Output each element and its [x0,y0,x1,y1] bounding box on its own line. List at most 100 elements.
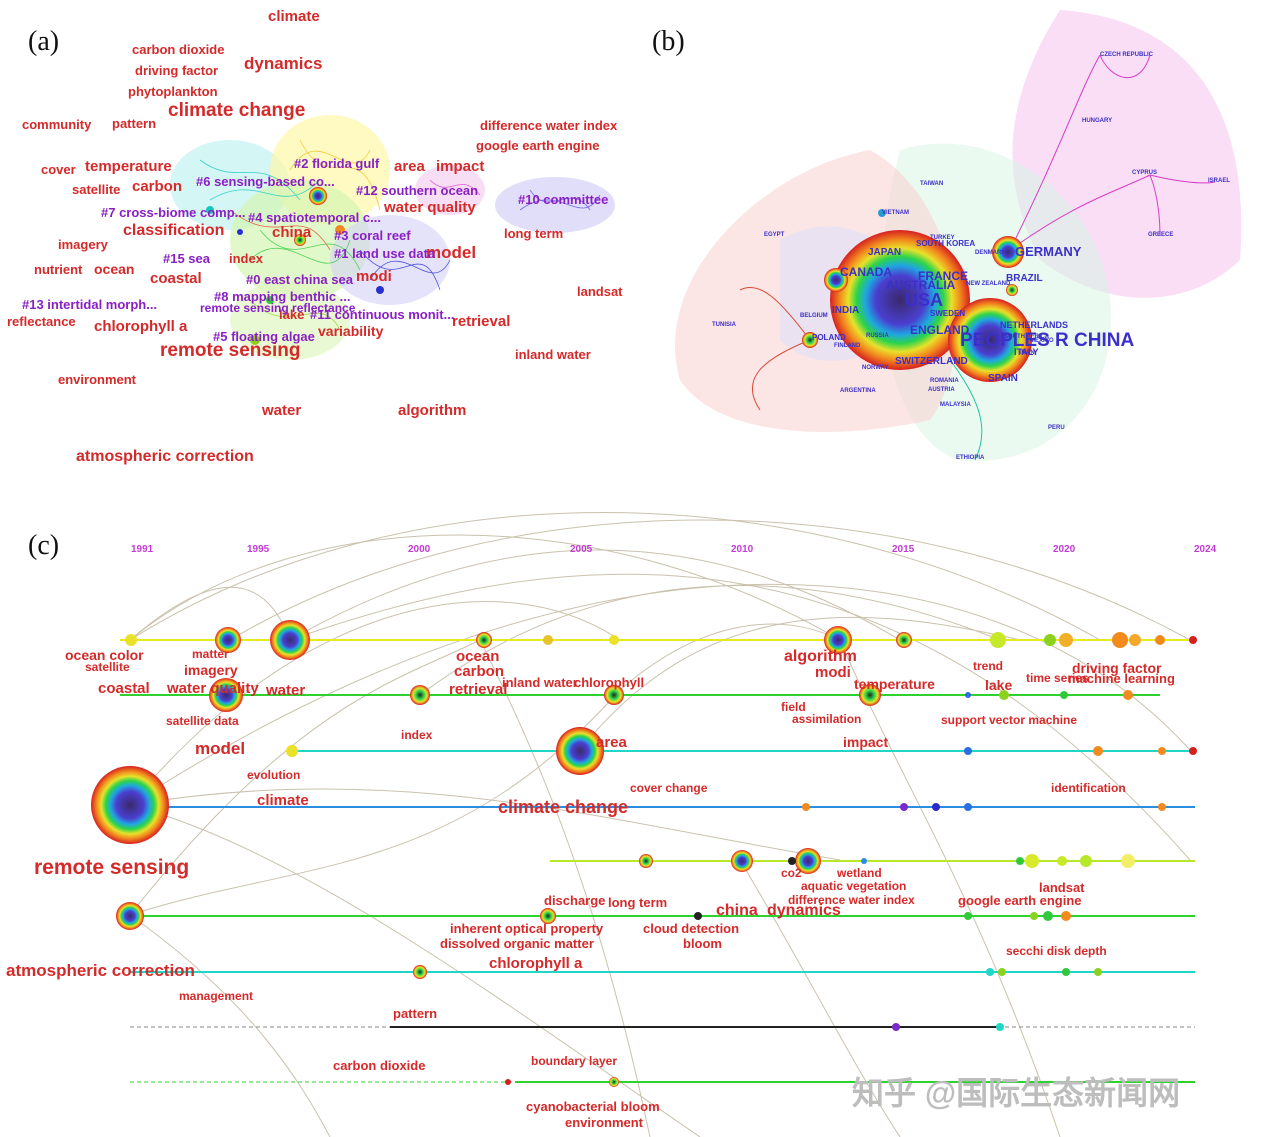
timeline-label: inland water [502,675,578,690]
keyword-label: area [394,158,425,175]
country-label: TUNISIA [712,322,736,328]
timeline-label: pattern [393,1006,438,1021]
cluster-label: #10 committee [518,192,609,207]
country-label: MEXICO [1030,338,1054,344]
timeline-label: chlorophyll [574,675,645,690]
country-label: ARGENTINA [840,388,876,394]
timeline-label: impact [843,734,889,750]
keyword-label: climate [268,8,320,25]
keyword-label: nutrient [34,262,83,277]
keyword-label: water [262,402,302,419]
keyword-label: water quality [384,199,476,216]
timeline-label: index [401,728,433,742]
cluster-label: #1 land use data [334,246,436,261]
country-label: SWITZERLAND [895,356,968,367]
country-label: EGYPT [764,232,785,238]
timeline-label: time series [1026,671,1089,685]
year-label: 2024 [1194,544,1217,555]
panel-c-letter: (c) [28,530,60,561]
keyword-label: difference water index [480,118,618,133]
timeline-label: ocean [456,648,500,665]
timeline-label: evolution [247,768,301,782]
timeline-label: retrieval [449,681,508,698]
timeline-label: long term [608,895,668,910]
timeline-label: field [781,700,806,714]
country-label: SWEDEN [930,309,966,318]
country-label: MALAYSIA [940,402,971,408]
cluster-label: #5 floating algae [213,329,315,344]
timeline-label: model [195,739,246,758]
timeline-label: area [596,734,627,751]
keyword-label: cover [41,162,76,177]
timeline-label: machine learning [1068,671,1175,686]
keyword-label: google earth engine [476,138,600,153]
timeline-label: google earth engine [958,893,1082,908]
country-label: GREECE [1148,232,1174,238]
keyword-label: driving factor [135,63,219,78]
timeline-label: coastal [98,680,150,697]
country-label: JAPAN [868,247,902,258]
country-label: BELGIUM [800,313,828,319]
keyword-label: inland water [515,347,591,362]
country-label: TAIWAN [920,181,944,187]
timeline-label: secchi disk depth [1006,944,1107,958]
keyword-label: chlorophyll a [94,318,188,335]
keyword-label: china [272,224,312,241]
cluster-label: #15 sea [163,251,210,266]
panel-a-letter: (a) [28,26,60,57]
country-label: ENGLAND [910,323,970,337]
country-label: RUSSIA [866,333,889,339]
country-label: VIETNAM [882,210,909,216]
keyword-label: modi [356,268,392,285]
keyword-label: variability [318,323,384,339]
keyword-label: carbon [132,178,183,195]
timeline-label: satellite [85,660,130,674]
country-label: PERU [1048,425,1065,431]
country-label: CYPRUS [1132,170,1158,176]
keyword-label: retrieval [452,313,511,330]
year-label: 2020 [1053,544,1076,555]
watermark: 知乎 @国际生态新闻网 [852,1075,1181,1111]
keyword-label: environment [58,372,137,387]
timeline-label: carbon [454,663,505,680]
country-label: USA [905,290,944,310]
timeline-label: trend [973,659,1003,673]
country-label: SOUTH AFRICA [1004,334,1050,340]
timeline-label: china [716,902,758,919]
keyword-label: remote sensing [160,340,301,361]
cluster-label: #6 sensing-based co... [196,174,335,189]
country-label: AUSTRIA [928,387,955,393]
country-label: INDIA [832,305,860,316]
country-label: POLAND [812,333,846,342]
timeline-label: aquatic vegetation [801,879,907,893]
keyword-label: index [229,251,263,266]
keyword-label: temperature [85,158,172,175]
keyword-label: landsat [577,284,623,299]
keyword-label: phytoplankton [128,84,218,99]
country-label: ITALY [1014,347,1039,357]
country-label: TURKEY [930,235,955,241]
country-label: FRANCE [918,269,968,283]
country-label: ETHIOPIA [956,455,985,461]
cluster-label: #2 florida gulf [294,156,380,171]
year-label: 2000 [408,544,431,555]
timeline-label: imagery [184,662,238,678]
country-label: ISRAEL [1208,178,1231,184]
timeline-label: driving factor [1072,660,1162,676]
country-label: CANADA [840,265,892,279]
country-label: IRAN [1020,350,1035,356]
timeline-label: boundary layer [531,1054,618,1068]
year-label: 1995 [247,544,270,555]
timeline-label: difference water index [788,893,915,907]
timeline-label: bloom [683,936,722,951]
timeline-label: assimilation [792,712,862,726]
keyword-label: classification [123,222,225,239]
timeline-label: matter [192,647,229,661]
timeline-label: support vector machine [941,713,1078,727]
timeline-label: lake [985,677,1013,693]
timeline-label: cloud detection [643,921,740,936]
country-label: NETHERLANDS [1000,320,1069,330]
panel-c-timeline [91,512,1197,1137]
cluster-label: #3 coral reef [334,228,411,243]
timeline-label: climate change [498,797,629,817]
